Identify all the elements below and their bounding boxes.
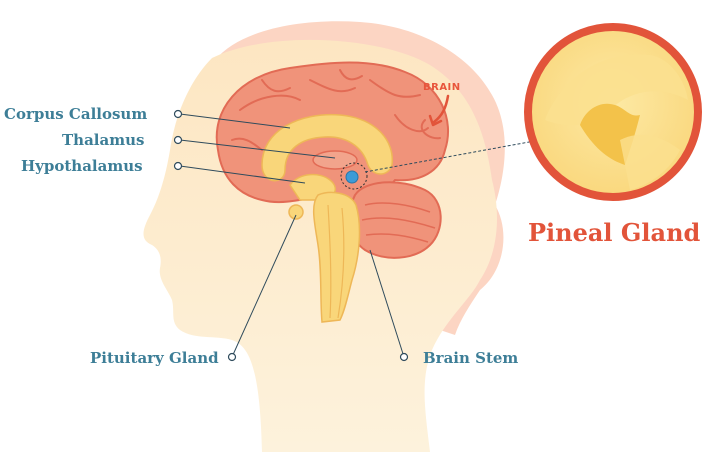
brain-stem [312, 191, 361, 323]
label-pituitary-gland: Pituitary Gland [90, 349, 219, 367]
pointer-lines [179, 113, 541, 358]
brain-arrow-head-icon [428, 114, 443, 127]
pituitary-gland [288, 204, 304, 220]
pineal-highlight-circle [340, 162, 368, 190]
cortex-folds [231, 69, 441, 151]
thalamus [312, 150, 358, 170]
label-hypothalamus: Hypothalamus [21, 157, 143, 175]
corpus-callosum [261, 113, 393, 182]
label-brain: BRAIN [423, 82, 461, 93]
brain-stem-lines [327, 204, 345, 319]
pineal-magnified-detail [545, 54, 688, 190]
label-brain-stem: Brain Stem [423, 349, 519, 367]
label-corpus-callosum: Corpus Callosum [4, 105, 148, 123]
label-pineal-gland: Pineal Gland [528, 218, 701, 247]
label-thalamus: Thalamus [62, 131, 145, 149]
cerebellum-folds [361, 202, 436, 243]
brain-arrow-icon [432, 94, 450, 124]
pointer-dots [173, 109, 409, 362]
pineal-gland-small [345, 170, 359, 184]
